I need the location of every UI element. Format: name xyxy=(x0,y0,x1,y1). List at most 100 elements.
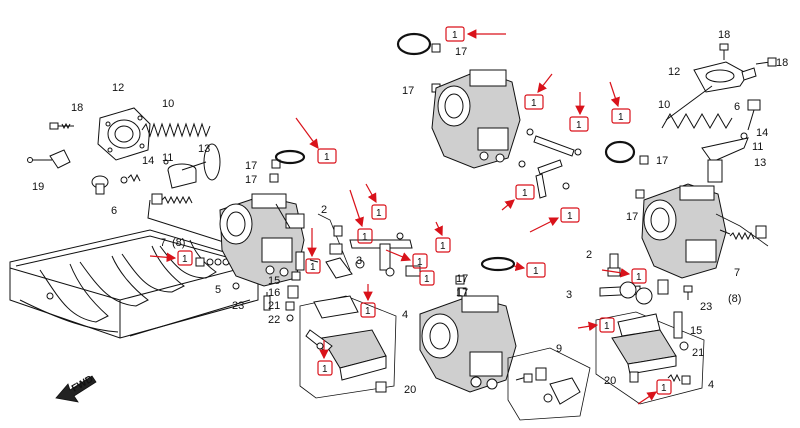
part-label: 13 xyxy=(198,143,210,155)
part-label: 18 xyxy=(718,29,730,41)
forward-direction-indicator: FWD xyxy=(55,374,97,403)
callout-20: 1 xyxy=(637,379,672,405)
part-label: 16 xyxy=(268,287,280,299)
callout-number: 1 xyxy=(604,321,610,332)
part-label: 3 xyxy=(566,289,572,301)
part-label: 11 xyxy=(752,141,763,153)
callout-10: 1 xyxy=(434,221,451,253)
center-bracket-9 xyxy=(507,347,591,421)
part-label: 2 xyxy=(321,204,327,216)
part-label: 10 xyxy=(658,99,670,111)
callout-number: 1 xyxy=(182,254,188,265)
part-label: 20 xyxy=(604,375,616,387)
callout-number: 1 xyxy=(365,306,371,317)
part-label: 21 xyxy=(268,300,280,312)
callout-number: 1 xyxy=(636,272,642,283)
callout-12: 1 xyxy=(419,270,435,286)
callout-8: 1 xyxy=(365,183,387,220)
center-joint-pipes xyxy=(518,128,649,199)
callout-14: 1 xyxy=(149,250,193,266)
left-spring xyxy=(141,122,211,138)
center-float-bowl-4 xyxy=(299,295,397,399)
part-label: (8) xyxy=(728,293,741,305)
highlight-callouts: 1 1 1 1 1 1 xyxy=(149,26,672,405)
intake-manifold-box xyxy=(9,229,259,339)
part-label: 7 xyxy=(160,237,166,249)
part-label: 19 xyxy=(32,181,44,193)
part-label: 22 xyxy=(268,314,280,326)
callout-number: 1 xyxy=(567,211,573,222)
callout-16: 1 xyxy=(317,340,333,376)
callout-number: 1 xyxy=(324,152,330,163)
part-label: 17 xyxy=(456,287,468,299)
left-carburetor-body xyxy=(219,193,305,287)
part-label: 21 xyxy=(692,347,704,359)
part-label: 17 xyxy=(455,46,467,58)
callout-number: 1 xyxy=(322,364,328,375)
part-label: 23 xyxy=(232,300,244,312)
right-float-bowl-4 xyxy=(595,311,705,405)
right-top-cover-assembly xyxy=(661,43,777,183)
center-carburetor-body xyxy=(419,256,517,393)
callout-number: 1 xyxy=(310,262,316,273)
callout-3: 1 xyxy=(569,92,589,132)
top-center-carburetor-body xyxy=(396,32,521,169)
left-top-cover-assembly xyxy=(97,107,151,161)
callout-number: 1 xyxy=(440,241,446,252)
callout-number: 1 xyxy=(522,188,528,199)
callout-number: 1 xyxy=(376,208,382,219)
callout-13: 1 xyxy=(305,228,321,274)
left-small-caps-17 xyxy=(269,149,306,183)
part-label: 14 xyxy=(756,127,768,139)
part-label: 17 xyxy=(626,211,638,223)
part-label: 17 xyxy=(656,155,668,167)
part-label: 18 xyxy=(71,102,83,114)
part-label: 5 xyxy=(215,284,221,296)
callout-number: 1 xyxy=(661,383,667,394)
callout-1: 1 xyxy=(445,26,506,42)
callout-number: 1 xyxy=(362,232,368,243)
callout-9: 1 xyxy=(349,189,373,244)
callout-number: 1 xyxy=(576,120,582,131)
part-label: 17 xyxy=(456,273,468,285)
part-label: 9 xyxy=(556,343,562,355)
left-vacuum-piston-13 xyxy=(163,143,221,189)
part-label: 23 xyxy=(700,301,712,313)
center-linkage-group xyxy=(309,213,421,279)
callout-17: 1 xyxy=(513,261,546,278)
part-label: 4 xyxy=(402,309,408,321)
part-label: 12 xyxy=(668,66,680,78)
part-label: 14 xyxy=(142,155,154,167)
part-label: 20 xyxy=(404,384,416,396)
callout-11: 1 xyxy=(385,249,428,269)
callout-number: 1 xyxy=(533,266,539,277)
callout-15: 1 xyxy=(360,284,376,318)
left-screw-18 xyxy=(49,122,74,130)
part-label: 17 xyxy=(402,85,414,97)
part-label: 6 xyxy=(734,101,740,113)
callout-6: 1 xyxy=(501,184,535,211)
callout-number: 1 xyxy=(618,112,624,123)
callout-number: 1 xyxy=(424,274,430,285)
part-label: 7 xyxy=(734,267,740,279)
part-label: 13 xyxy=(754,157,766,169)
callout-5: 1 xyxy=(295,117,337,164)
left-bracket-19 xyxy=(27,149,71,169)
part-label: 18 xyxy=(776,57,788,69)
part-label: 11 xyxy=(162,152,173,164)
callout-number: 1 xyxy=(452,30,458,41)
part-label: 6 xyxy=(111,205,117,217)
callout-number: 1 xyxy=(531,98,537,109)
part-label: 12 xyxy=(112,82,124,94)
callout-18: 1 xyxy=(601,268,647,284)
part-number-labels: 18 12 10 19 6 14 11 13 7 (8) 5 23 21 22 … xyxy=(32,29,788,396)
part-label: 17 xyxy=(245,174,257,186)
part-label: (8) xyxy=(172,237,185,249)
callout-number: 1 xyxy=(417,257,423,268)
part-label: 15 xyxy=(690,325,702,337)
part-label: 3 xyxy=(356,255,362,267)
callout-19: 1 xyxy=(577,317,615,333)
left-choke-plunger-6 xyxy=(91,173,141,195)
part-label: 10 xyxy=(162,98,174,110)
